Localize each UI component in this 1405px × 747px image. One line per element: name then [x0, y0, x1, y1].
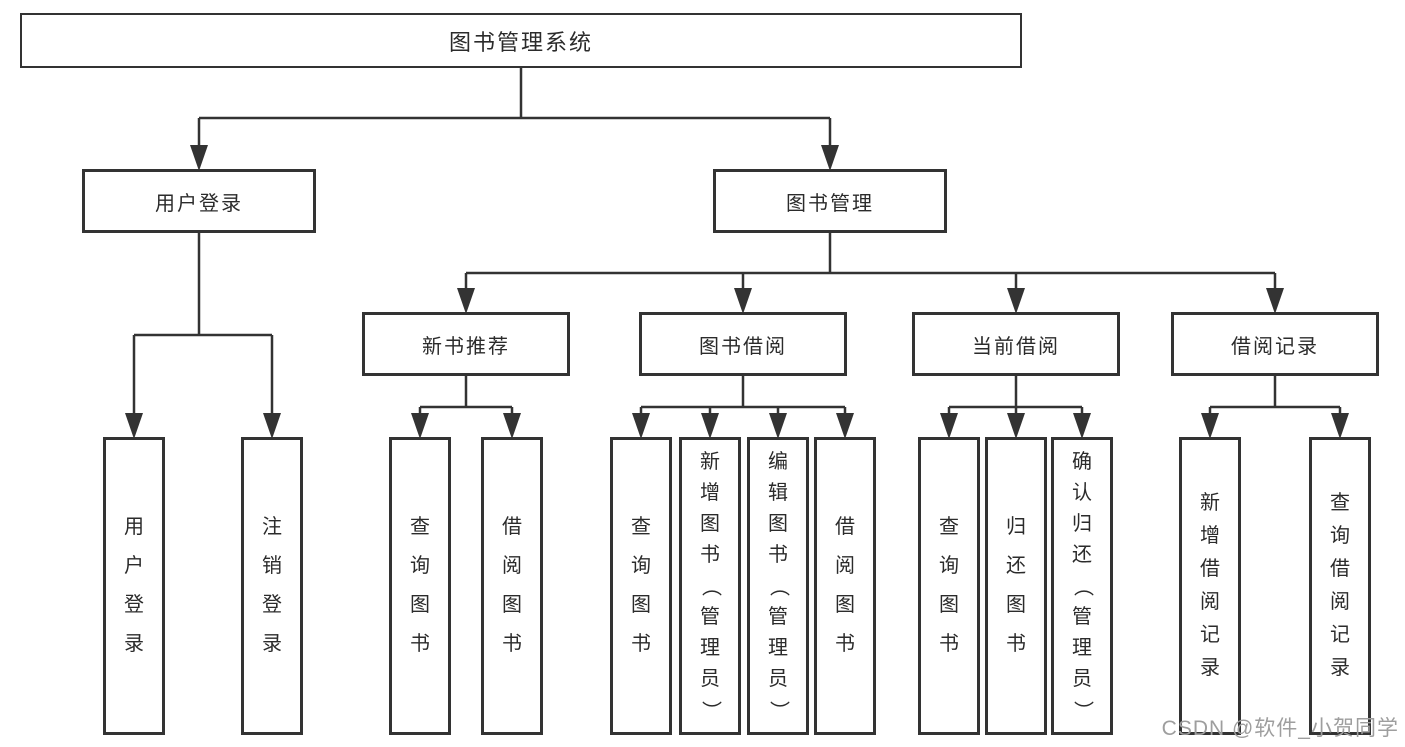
- node-book-borrowing: 图书借阅: [639, 312, 847, 376]
- leaf-add-borrow-record: 新增借阅记录: [1179, 437, 1241, 735]
- node-borrowing-records: 借阅记录: [1171, 312, 1379, 376]
- leaf-add-books-admin: 新增图书（管理员）: [679, 437, 741, 735]
- leaf-query-books-current: 查询图书: [918, 437, 980, 735]
- leaf-query-books-borrowing: 查询图书: [610, 437, 672, 735]
- leaf-query-books-recommend: 查询图书: [389, 437, 451, 735]
- leaf-edit-books-admin: 编辑图书（管理员）: [747, 437, 809, 735]
- leaf-query-borrow-record: 查询借阅记录: [1309, 437, 1371, 735]
- node-user-login: 用户登录: [82, 169, 316, 233]
- node-book-management: 图书管理: [713, 169, 947, 233]
- leaf-logout-login: 注销登录: [241, 437, 303, 735]
- csdn-watermark: CSDN @软件_小贺同学: [1161, 717, 1399, 740]
- leaf-confirm-return-admin: 确认归还（管理员）: [1051, 437, 1113, 735]
- node-new-book-recommend: 新书推荐: [362, 312, 570, 376]
- leaf-return-books: 归还图书: [985, 437, 1047, 735]
- leaf-user-login: 用户登录: [103, 437, 165, 735]
- leaf-borrow-books-borrowing: 借阅图书: [814, 437, 876, 735]
- leaf-borrow-books-recommend: 借阅图书: [481, 437, 543, 735]
- node-library-system: 图书管理系统: [20, 13, 1022, 68]
- node-current-borrowing: 当前借阅: [912, 312, 1120, 376]
